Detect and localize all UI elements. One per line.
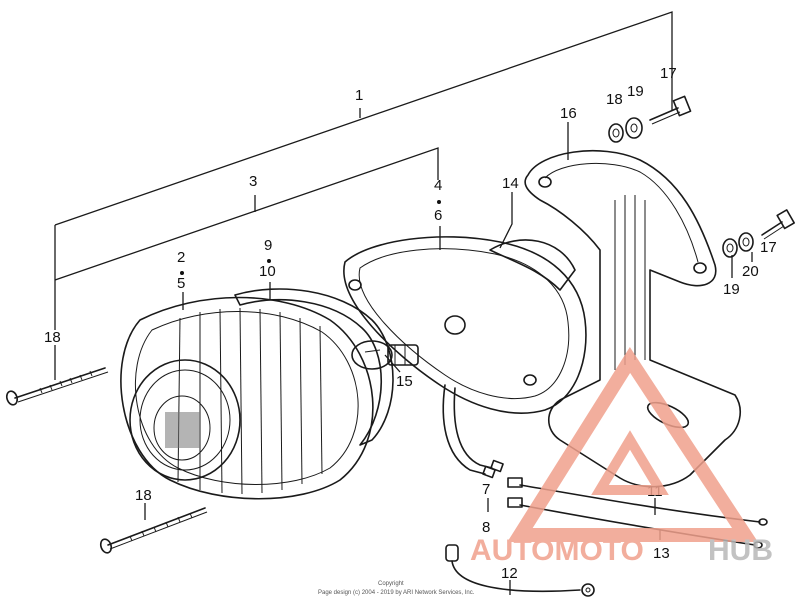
- washer-top-19: [625, 117, 643, 139]
- bolt-top: [649, 95, 692, 125]
- long-screw-lower: [99, 507, 208, 554]
- lens-gasket: [234, 288, 394, 446]
- callout-leaders: [54, 11, 753, 595]
- long-screw-upper: [5, 367, 109, 406]
- housing-wires: [442, 384, 504, 479]
- washer-top-18: [608, 123, 624, 143]
- light-base-housing: [343, 236, 587, 414]
- callout-19-top: 19: [627, 83, 644, 100]
- washer-right-20: [738, 232, 754, 252]
- callout-17-right: 17: [760, 239, 777, 256]
- callout-18-bottom: 18: [135, 487, 152, 504]
- callout-4: 4: [434, 177, 442, 194]
- callout-9: 9: [264, 237, 272, 254]
- washer-right-19: [722, 238, 738, 258]
- callout-16: 16: [560, 105, 577, 122]
- callout-1: 1: [355, 87, 363, 104]
- automotohub-watermark: AUTOMOTO HUB: [470, 347, 773, 567]
- callout-20: 20: [742, 263, 759, 280]
- callout-18-top: 18: [606, 91, 623, 108]
- callout-13: 13: [653, 545, 670, 562]
- callout-2: 2: [177, 249, 185, 266]
- callout-14: 14: [502, 175, 519, 192]
- callout-6: 6: [434, 207, 442, 224]
- watermark-brand-part1: AUTOMOTO: [470, 534, 644, 567]
- callout-12: 12: [501, 565, 518, 582]
- watermark-brand-part2: HUB: [708, 534, 773, 567]
- callout-18-left: 18: [44, 329, 61, 346]
- callout-5: 5: [177, 275, 185, 292]
- callout-7: 7: [482, 481, 490, 498]
- copyright-line2: Page design (c) 2004 - 2019 by ARI Netwo…: [318, 590, 475, 596]
- callout-15: 15: [396, 373, 413, 390]
- callout-17-top: 17: [660, 65, 677, 82]
- copyright-footer: Copyright Page design (c) 2004 - 2019 by…: [318, 581, 475, 596]
- callout-3: 3: [249, 173, 257, 190]
- bolt-right: [761, 209, 795, 240]
- callout-labels: 1 3 4 6 14 16 18 19 17 2 5 9 10 18 15 7 …: [44, 65, 777, 582]
- callout-10: 10: [259, 263, 276, 280]
- ground-wire: [445, 544, 595, 597]
- watermark-triangle-logo: [507, 347, 758, 542]
- tail-light-lens: [120, 296, 374, 500]
- callout-19-right: 19: [723, 281, 740, 298]
- callout-8: 8: [482, 519, 490, 536]
- copyright-line1: Copyright: [378, 581, 404, 587]
